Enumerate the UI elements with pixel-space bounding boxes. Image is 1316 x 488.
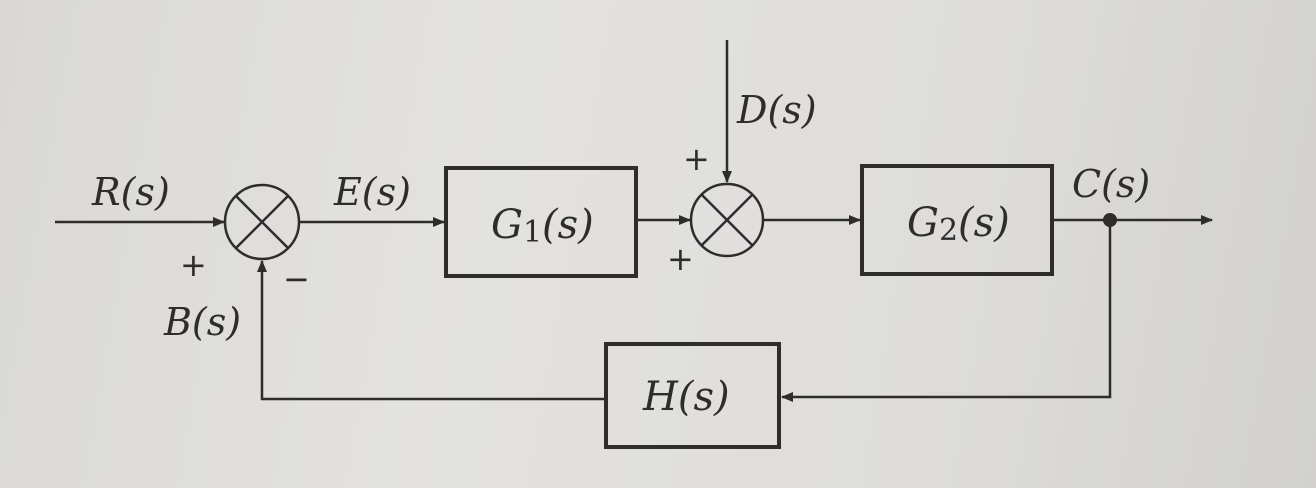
label-block-g1: G1(s) <box>491 202 594 250</box>
label-output-c: C(s) <box>1072 162 1150 206</box>
sign-sum1-feedback: − <box>283 260 310 298</box>
block-g2 <box>860 164 1054 276</box>
g2-argument: (s) <box>958 200 1010 246</box>
feedback-line-to-h <box>781 220 1112 402</box>
label-block-g2: G2(s) <box>907 200 1010 248</box>
summing-junction-2 <box>689 182 765 258</box>
block-g1 <box>444 166 638 278</box>
sign-sum2-forward: + <box>667 240 694 278</box>
takeoff-point <box>1103 213 1117 227</box>
g1-subscript: 1 <box>523 215 542 250</box>
sign-sum2-disturbance: + <box>683 140 710 178</box>
label-feedback-b: B(s) <box>163 300 241 344</box>
g1-name: G <box>491 202 523 248</box>
g1-argument: (s) <box>542 202 594 248</box>
label-error-e: E(s) <box>333 170 411 214</box>
g2-name: G <box>907 200 939 246</box>
block-h <box>604 342 781 449</box>
feedback-line-to-sum1 <box>257 260 606 401</box>
summing-junction-1 <box>223 183 301 261</box>
label-block-h: H(s) <box>642 374 730 420</box>
g2-subscript: 2 <box>939 213 958 248</box>
sign-sum1-input: + <box>180 246 207 284</box>
label-disturbance-d: D(s) <box>736 88 817 132</box>
label-input-r: R(s) <box>91 170 170 214</box>
